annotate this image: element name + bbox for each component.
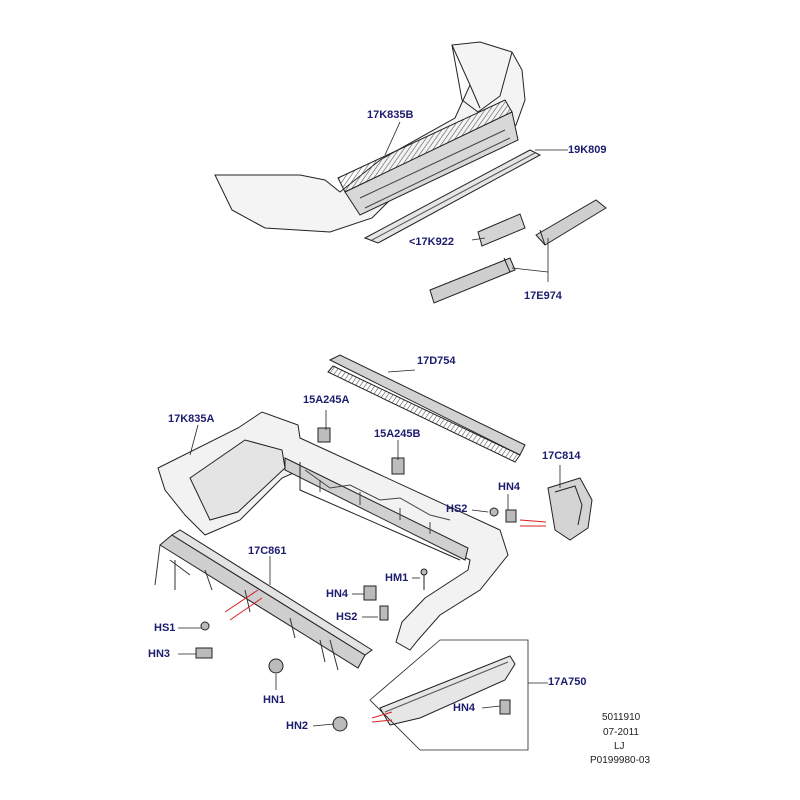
bumper-cover-lower — [157, 411, 509, 651]
reinforcement-bar-17d754 — [327, 354, 526, 463]
absorber-17c861 — [154, 529, 373, 671]
label-15a245a: 15A245A — [303, 394, 350, 406]
label-15a245b: 15A245B — [374, 428, 421, 440]
label-17k835b: 17K835B — [367, 109, 414, 121]
bracket-17c814 — [547, 477, 593, 541]
label-hs1: HS1 — [154, 622, 176, 634]
leader-lines-top — [384, 121, 568, 282]
label-hn4-right: HN4 — [498, 481, 521, 493]
label-17d754: 17D754 — [417, 355, 456, 367]
callout-red-lines — [224, 519, 547, 723]
clip-15a245b — [391, 457, 405, 475]
fasteners-right — [489, 507, 517, 523]
leader-lines-bottom — [178, 369, 561, 751]
lower-panel-17a750 — [379, 655, 516, 726]
label-17c861: 17C861 — [248, 545, 287, 557]
label-hn2: HN2 — [286, 720, 309, 732]
blanking-plate-17k922 — [477, 213, 526, 247]
label-hs2-right: HS2 — [446, 503, 468, 515]
label-19k809: 19K809 — [568, 144, 607, 156]
label-hn4-bottom: HN4 — [453, 702, 476, 714]
sensor-panels-17e974 — [429, 199, 607, 304]
label-hn4-mid: HN4 — [326, 588, 349, 600]
label-17k922: <17K922 — [409, 236, 454, 248]
label-17c814: 17C814 — [542, 450, 581, 462]
footer-doc: P0199980-03 — [590, 755, 651, 766]
footer-date: 07-2011 — [603, 727, 639, 738]
label-hn3: HN3 — [148, 648, 171, 660]
fasteners-mid — [363, 568, 428, 621]
label-17e974: 17E974 — [524, 290, 562, 302]
footer-code: LJ — [614, 741, 625, 752]
footer-ref: 5011910 — [602, 712, 641, 723]
bumper-cover-upper — [214, 41, 526, 233]
label-17a750: 17A750 — [548, 676, 587, 688]
clip-15a245a — [317, 427, 331, 443]
label-17k835a: 17K835A — [168, 413, 215, 425]
fasteners-left — [195, 621, 348, 732]
label-hm1: HM1 — [385, 572, 409, 584]
label-hs2-mid: HS2 — [336, 611, 358, 623]
label-hn1: HN1 — [263, 694, 286, 706]
valance-strip — [363, 149, 542, 244]
